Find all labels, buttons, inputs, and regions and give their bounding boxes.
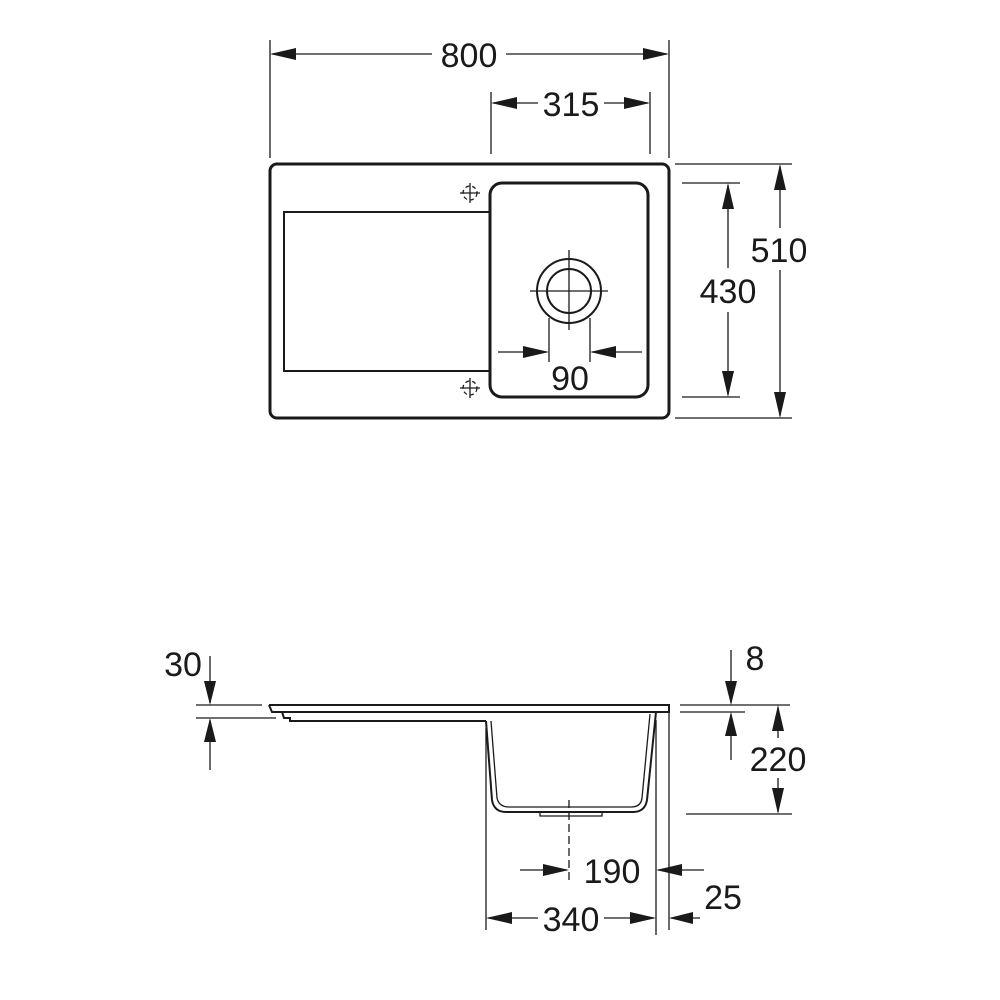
dimension-label-315: 315 <box>543 86 600 124</box>
tap-hole-marker-icon <box>460 183 480 203</box>
dimension-label-190: 190 <box>584 853 641 891</box>
dimension-bowl-outer-width: 340 <box>485 728 656 939</box>
dimension-overall-depth: 510 <box>675 163 808 419</box>
dimension-rim-height: 30 <box>164 646 276 770</box>
dimension-label-25: 25 <box>704 879 742 917</box>
dimension-drain-offset: 190 <box>520 720 704 935</box>
dimension-label-430: 430 <box>700 273 757 311</box>
dimension-label-90: 90 <box>551 360 589 398</box>
dimension-overall-width: 800 <box>269 37 670 158</box>
side-view: 30 8 220 190 <box>164 640 806 939</box>
bowl-section <box>485 711 657 813</box>
dimension-label-510: 510 <box>751 232 808 270</box>
dimension-bowl-depth: 430 <box>682 182 757 398</box>
bowl-outline-top <box>488 181 650 399</box>
dimension-drain-diameter: 90 <box>498 318 642 398</box>
dimension-label-800: 800 <box>441 37 498 75</box>
dimension-bowl-height: 220 <box>686 705 807 815</box>
drain-icon <box>530 250 608 330</box>
dimension-edge-offset: 25 <box>668 712 742 930</box>
dimension-label-340: 340 <box>543 901 600 939</box>
drainboard-recess <box>283 211 489 372</box>
dimension-label-30: 30 <box>164 646 202 684</box>
top-view: 800 315 510 <box>268 37 808 420</box>
dimension-bowl-width: 315 <box>490 86 651 154</box>
dimension-label-8: 8 <box>746 640 765 678</box>
drain-stub <box>539 812 603 817</box>
dimension-label-220: 220 <box>750 741 807 779</box>
drainboard-section <box>281 711 486 722</box>
sink-rim-section <box>268 704 670 713</box>
sink-outline-top <box>268 162 671 420</box>
tap-hole-marker-icon <box>460 378 480 398</box>
dimension-rim-thickness: 8 <box>680 640 790 760</box>
